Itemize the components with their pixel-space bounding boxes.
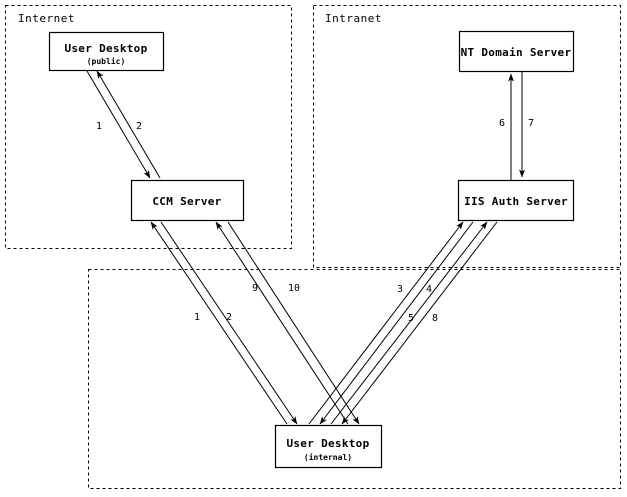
node-title-nt-domain-server: NT Domain Server [461, 46, 572, 59]
flow-line-4 [319, 221, 474, 425]
flow-label-4: 4 [426, 284, 432, 295]
node-title-user-desktop-public: User Desktop [64, 42, 147, 55]
zone-internet-border [5, 5, 292, 249]
node-user-desktop-internal[interactable]: User Desktop (internal) [274, 424, 383, 469]
flow-label-1-public: 1 [96, 121, 102, 132]
flow-line-8 [341, 221, 498, 425]
flow-label-5: 5 [408, 313, 414, 324]
node-box-nt-domain-server [458, 30, 575, 73]
zone-label-intranet: Intranet [325, 12, 382, 25]
flow-line-5 [330, 221, 488, 425]
node-title-iis-auth-server: IIS Auth Server [464, 195, 568, 208]
flow-line-2-internal [160, 221, 298, 425]
flow-line-1-internal [150, 221, 288, 425]
flow-label-6: 6 [499, 118, 505, 129]
node-iis-auth-server[interactable]: IIS Auth Server [457, 179, 575, 222]
zone-label-internet: Internet [18, 12, 75, 25]
flow-label-7: 7 [528, 118, 534, 129]
node-ccm-server[interactable]: CCM Server [130, 179, 245, 222]
flow-label-9: 9 [252, 283, 258, 294]
flow-label-10: 10 [288, 283, 300, 294]
flow-line-9 [215, 221, 349, 425]
flow-line-2-public [96, 70, 161, 179]
flow-label-3: 3 [397, 284, 403, 295]
node-box-user-desktop-public [48, 31, 165, 72]
node-title-user-desktop-internal: User Desktop [286, 437, 369, 450]
zone-internal-border [88, 269, 621, 489]
zone-intranet-border [313, 5, 621, 268]
node-nt-domain-server[interactable]: NT Domain Server [458, 30, 575, 73]
node-box-iis-auth-server [457, 179, 575, 222]
flow-line-3 [308, 221, 464, 425]
flow-label-1-internal: 1 [194, 312, 200, 323]
node-user-desktop-public[interactable]: User Desktop (public) [48, 31, 165, 72]
node-box-user-desktop-internal [274, 424, 383, 469]
node-title-ccm-server: CCM Server [152, 195, 221, 208]
flow-label-2-internal: 2 [226, 312, 232, 323]
node-subtitle-user-desktop-public: (public) [87, 56, 126, 66]
flow-line-1-public [86, 70, 151, 179]
flow-label-2-public: 2 [136, 121, 142, 132]
flow-label-8: 8 [432, 313, 438, 324]
flow-line-10 [227, 221, 360, 425]
node-subtitle-user-desktop-internal: (internal) [304, 452, 352, 462]
node-box-ccm-server [130, 179, 245, 222]
